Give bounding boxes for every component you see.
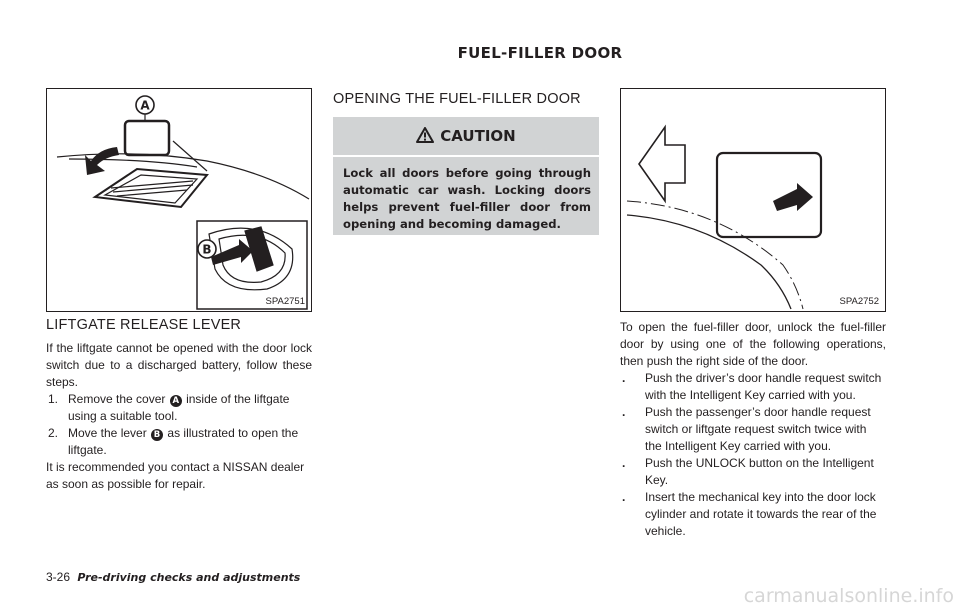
footer-title: Pre-driving checks and adjustments: [77, 571, 301, 584]
bullet-mark: .: [622, 490, 626, 504]
list-item: . Insert the mechanical key into the doo…: [620, 489, 886, 540]
list-item: . Push the driver’s door handle request …: [620, 370, 886, 404]
step-2: 2. Move the lever B as illustrated to op…: [46, 425, 312, 459]
opening-heading: OPENING THE FUEL-FILLER DOOR: [333, 91, 581, 107]
step-number: 2.: [48, 426, 59, 440]
fuel-door-illustration: [626, 124, 823, 310]
bullet-mark: .: [622, 405, 626, 419]
caution-header: CAUTION: [333, 127, 599, 145]
list-item-text: Insert the mechanical key into the door …: [645, 490, 877, 538]
list-item-text: Push the UNLOCK button on the Intelligen…: [645, 456, 874, 487]
list-item-text: Push the passenger’s door handle request…: [645, 405, 871, 453]
liftgate-illustration: A B: [56, 95, 310, 310]
fuel-door-intro: To open the fuel-filler door, unlock the…: [620, 320, 886, 368]
step-number: 1.: [48, 392, 59, 406]
step-text: Remove the cover: [68, 392, 166, 406]
liftgate-intro: If the liftgate cannot be opened with th…: [46, 341, 312, 389]
fuel-door-figure: SPA2752: [620, 88, 886, 312]
liftgate-note: It is recommended you contact a NISSAN d…: [46, 460, 305, 491]
list-item-text: Push the driver’s door handle request sw…: [645, 371, 882, 402]
warning-triangle-icon: [416, 127, 435, 143]
step-text: as illustrated to open the liftgate.: [68, 426, 299, 457]
watermark: carmanualsonline.info: [743, 585, 954, 607]
liftgate-heading: LIFTGATE RELEASE LEVER: [46, 317, 242, 333]
callout-a-label: A: [140, 99, 150, 113]
step-1: 1. Remove the cover A inside of the lift…: [46, 391, 312, 425]
step-text: inside of the liftgate using a suitable …: [68, 392, 290, 423]
callout-b-marker: B: [151, 429, 164, 441]
page-footer: 3-26 Pre-driving checks and adjustments: [46, 570, 300, 584]
page-number: 3-26: [46, 570, 71, 584]
bullet-mark: .: [622, 371, 626, 385]
list-item: . Push the UNLOCK button on the Intellig…: [620, 455, 886, 489]
caution-box: CAUTION Lock all doors before going thro…: [333, 117, 599, 235]
figure-label: SPA2752: [839, 296, 879, 307]
figure-label: SPA2751: [265, 296, 305, 307]
callout-a-marker: A: [169, 395, 182, 407]
list-item: . Push the passenger’s door handle reque…: [620, 404, 886, 455]
caution-divider: [333, 155, 599, 157]
liftgate-figure: A B SPA2751: [46, 88, 312, 312]
step-text: Move the lever: [68, 426, 147, 440]
section-heading: FUEL-FILLER DOOR: [457, 44, 623, 62]
caution-title: CAUTION: [440, 127, 516, 145]
callout-b-label: B: [202, 243, 211, 257]
caution-text: Lock all doors before going through auto…: [343, 166, 591, 231]
bullet-mark: .: [622, 456, 626, 470]
